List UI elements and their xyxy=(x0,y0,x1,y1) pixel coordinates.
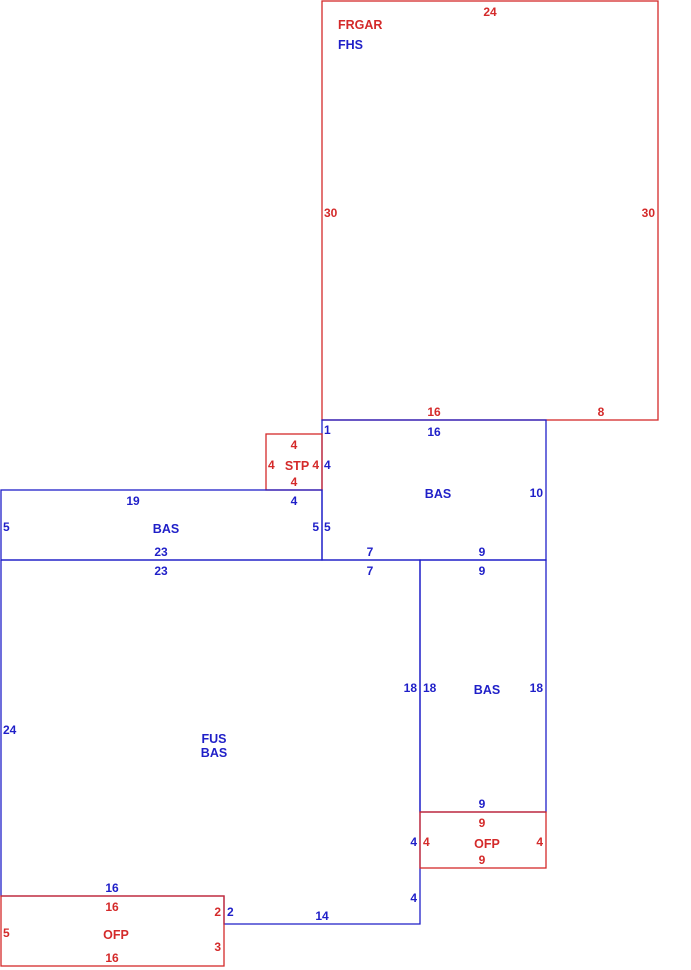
fus-main-step-dim: 2 xyxy=(227,905,234,919)
fus-main-right-lower-a-dim: 4 xyxy=(410,835,417,849)
fus-main-right-lower-b-dim: 4 xyxy=(410,891,417,905)
stoop-bottom-dim: 4 xyxy=(291,475,298,489)
fus-main-area: FUS BAS 23 7 24 18 4 4 14 16 2 xyxy=(0,559,421,925)
bas-upper-right-bottom-right-dim: 9 xyxy=(479,545,486,559)
bas-upper-right-left-upper-dim: 4 xyxy=(324,458,331,472)
bas-upper-right-corner-dim: 1 xyxy=(324,423,331,437)
garage-right-dim: 30 xyxy=(642,206,656,220)
bas-left-wing-top-left-dim: 19 xyxy=(126,494,140,508)
fus-main-subname: BAS xyxy=(201,746,227,760)
garage-outline xyxy=(321,0,659,421)
bas-left-wing-area: BAS 19 4 5 5 23 xyxy=(0,489,323,561)
stoop-left-dim: 4 xyxy=(268,458,275,472)
stoop-top-dim: 4 xyxy=(291,438,298,452)
fus-main-right-dim: 18 xyxy=(404,681,418,695)
fus-main-top-left-dim: 23 xyxy=(154,564,168,578)
bas-right-top-dim: 9 xyxy=(479,564,486,578)
bas-right-left-dim: 18 xyxy=(423,681,437,695)
bas-upper-right-bottom-left-dim: 7 xyxy=(367,545,374,559)
garage-bottom-right-dim: 8 xyxy=(598,405,605,419)
ofp-bottom-left-dim: 5 xyxy=(3,926,10,940)
garage-area: FRGAR FHS 24 30 30 16 8 xyxy=(321,0,659,421)
ofp-right-bottom-dim: 9 xyxy=(479,853,486,867)
bas-upper-right-name: BAS xyxy=(425,487,451,501)
bas-upper-right-left-lower-dim: 5 xyxy=(324,520,331,534)
bas-right-name: BAS xyxy=(474,683,500,697)
ofp-right-top-dim: 9 xyxy=(479,816,486,830)
bas-left-wing-top-right-dim: 4 xyxy=(291,494,298,508)
fus-main-bottom-dim: 14 xyxy=(315,909,329,923)
ofp-bottom-right-upper-dim: 2 xyxy=(214,905,221,919)
fus-main-left-dim: 24 xyxy=(3,723,17,737)
ofp-right-left-dim: 4 xyxy=(423,835,430,849)
ofp-bottom-top-dim: 16 xyxy=(105,900,119,914)
bas-upper-right-area: BAS 16 1 4 5 10 7 9 xyxy=(321,419,547,561)
ofp-right-area: OFP 9 9 4 4 xyxy=(419,811,547,869)
ofp-right-right-dim: 4 xyxy=(536,835,543,849)
bas-left-wing-right-dim: 5 xyxy=(312,520,319,534)
garage-left-dim: 30 xyxy=(324,206,338,220)
bas-right-bottom-dim: 9 xyxy=(479,797,486,811)
bas-right-area: BAS 9 18 18 9 xyxy=(419,559,547,813)
fus-main-top-right-dim: 7 xyxy=(367,564,374,578)
ofp-bottom-bottom-dim: 16 xyxy=(105,951,119,965)
ofp-bottom-area: OFP 16 16 5 2 3 xyxy=(0,895,225,967)
ofp-right-name: OFP xyxy=(474,837,500,851)
garage-bottom-left-dim: 16 xyxy=(427,405,441,419)
fus-main-bottom-left-dim: 16 xyxy=(105,881,119,895)
bas-left-wing-name: BAS xyxy=(153,522,179,536)
bas-left-wing-left-dim: 5 xyxy=(3,520,10,534)
bas-right-right-dim: 18 xyxy=(530,681,544,695)
bas-upper-right-top-dim: 16 xyxy=(427,425,441,439)
ofp-bottom-name: OFP xyxy=(103,928,129,942)
fus-main-name: FUS xyxy=(202,732,227,746)
stoop-right-dim: 4 xyxy=(312,458,319,472)
bas-upper-right-right-dim: 10 xyxy=(530,486,544,500)
ofp-bottom-outline xyxy=(0,895,225,967)
bas-left-wing-bottom-dim: 23 xyxy=(154,545,168,559)
ofp-bottom-right-lower-dim: 3 xyxy=(214,940,221,954)
ofp-right-outline xyxy=(419,811,547,869)
stoop-name: STP xyxy=(285,459,309,473)
garage-top-dim: 24 xyxy=(483,5,497,19)
garage-name: FRGAR xyxy=(338,18,382,32)
garage-subname: FHS xyxy=(338,38,363,52)
stoop-area: STP 4 4 4 4 xyxy=(265,433,323,491)
